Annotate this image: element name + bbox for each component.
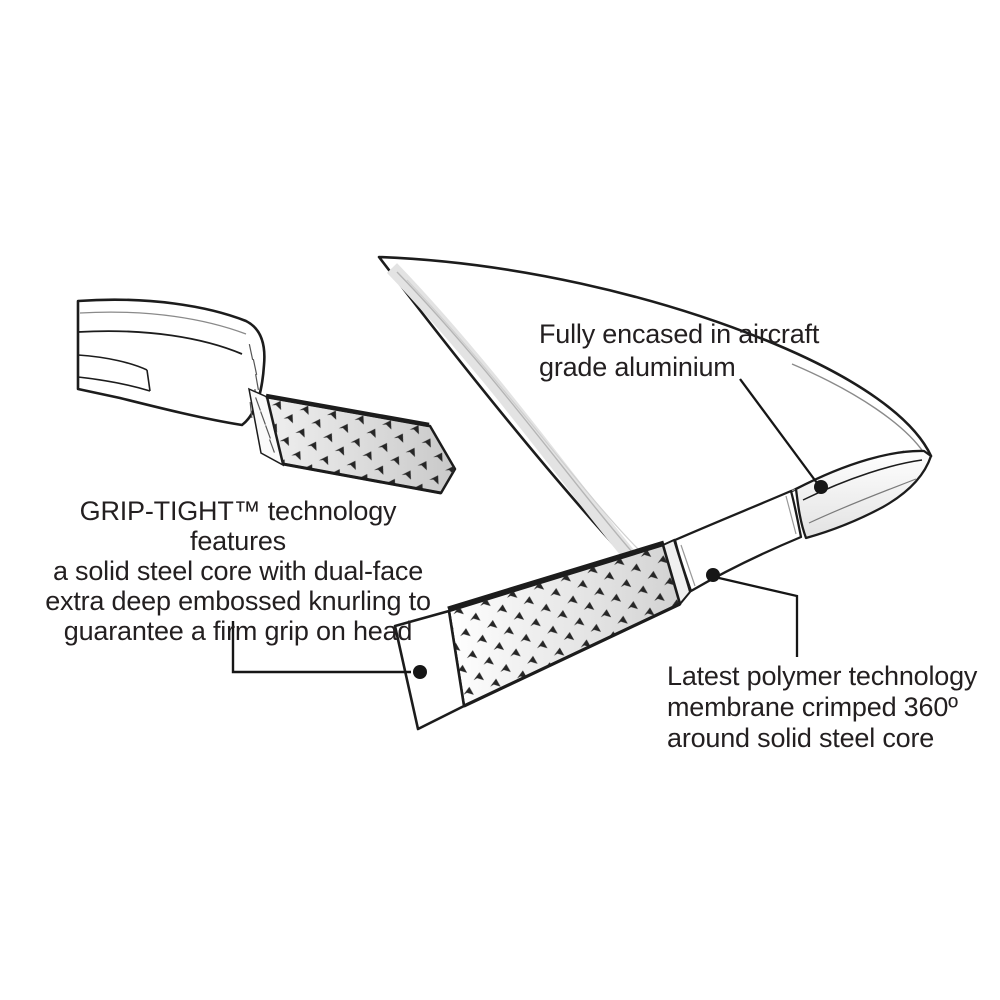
knurled-bar-cross-section bbox=[265, 393, 457, 495]
channel-band bbox=[76, 298, 266, 427]
core-bar-end-face bbox=[393, 609, 466, 731]
hoop-rim-illustration bbox=[377, 255, 933, 731]
callout-dot-polymer bbox=[706, 568, 720, 582]
annotation-polymer: Latest polymer technology membrane crimp… bbox=[667, 661, 978, 753]
annotation-aluminium: Fully encased in aircraft grade aluminiu… bbox=[539, 319, 820, 382]
callout-line-griptight bbox=[231, 621, 411, 674]
segment-joint-line-right bbox=[785, 495, 797, 535]
callouts bbox=[231, 378, 828, 679]
cross-section-side-view bbox=[76, 298, 457, 495]
segment-joint-line-left bbox=[680, 544, 696, 587]
knurled-core-bar bbox=[393, 540, 682, 731]
small-bar-bottom-edge bbox=[282, 462, 442, 495]
aluminium-channel-highlight-line bbox=[808, 478, 917, 524]
cut-edge-shading bbox=[386, 263, 639, 561]
small-bar-top-edge bbox=[265, 393, 430, 428]
channel-band-top-inner-line bbox=[79, 311, 247, 335]
nose-cut-hatching bbox=[248, 344, 259, 419]
callout-line-aluminium bbox=[739, 378, 818, 484]
core-bar-top-edge bbox=[447, 540, 665, 612]
core-bar-bottom-edge bbox=[463, 602, 681, 708]
core-bar-knurl-texture bbox=[449, 545, 680, 706]
annotation-grip-tight: GRIP-TIGHT™ technology features a solid … bbox=[45, 496, 431, 646]
channel-band-fold-line bbox=[77, 330, 243, 355]
callout-dot-aluminium bbox=[814, 480, 828, 494]
callout-dot-griptight bbox=[413, 665, 427, 679]
rim-aluminium-segment bbox=[794, 449, 933, 540]
rim-outer-thickness-line bbox=[791, 363, 925, 454]
channel-lower-lip bbox=[77, 354, 151, 392]
callout-line-polymer bbox=[718, 576, 799, 657]
